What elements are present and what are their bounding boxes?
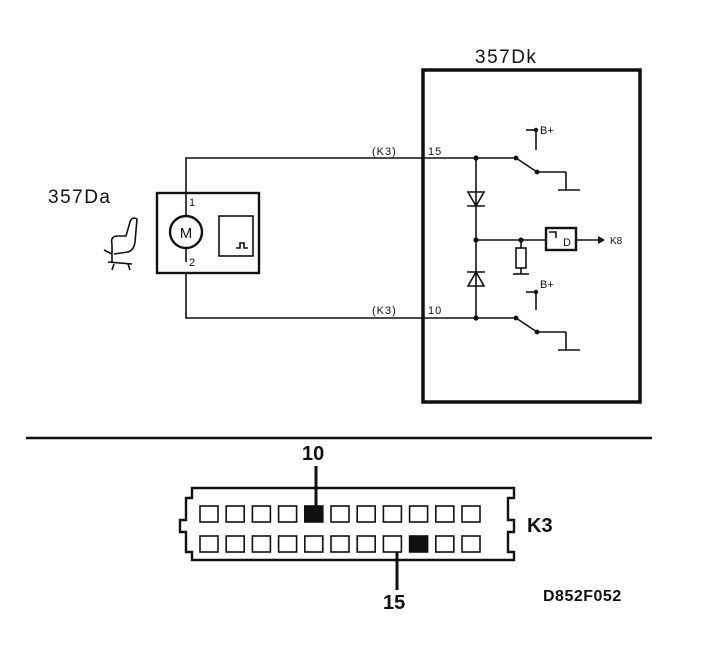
callout-bottom-label: 15 (383, 592, 405, 614)
switch-icon (476, 289, 567, 350)
wire-bottom-pin: 10 (428, 305, 442, 317)
wire-top (185, 157, 478, 205)
diode-icon (466, 270, 486, 287)
connector-pin (356, 505, 377, 523)
gate-icon: D (544, 226, 605, 252)
connector-pin (382, 505, 403, 523)
connector-pin-highlighted (303, 505, 324, 523)
motor-unit-label: 357Da (48, 187, 112, 208)
wire-top-pin: 15 (428, 146, 442, 158)
switch-icon (476, 127, 567, 190)
connector-pin (199, 505, 219, 523)
connector-pin (434, 535, 455, 553)
connector-label: K3 (527, 515, 553, 537)
connector-pin (277, 535, 298, 553)
resistor-icon (513, 240, 529, 275)
supply-bottom-label: B+ (540, 279, 554, 291)
connector-pin (225, 535, 245, 553)
connector-pin (330, 535, 350, 553)
connector-pin (251, 505, 272, 523)
wire-bottom (185, 273, 478, 319)
connector-pin (225, 505, 245, 523)
supply-top-label: B+ (540, 125, 554, 137)
callout-top-label: 10 (302, 443, 324, 465)
diode-icon (466, 191, 486, 208)
connector-pin (330, 505, 350, 523)
motor-pin-2: 2 (189, 257, 196, 269)
motor-symbol: M (180, 225, 193, 242)
connector-pin (356, 535, 377, 553)
wire-top-connector: (K3) (372, 146, 397, 158)
figure-code: D852F052 (543, 588, 622, 605)
control-unit-box (421, 68, 642, 404)
connector-pin (434, 505, 455, 523)
connector-pin (408, 505, 429, 523)
connector-pin (277, 505, 298, 523)
connector-pin (303, 535, 324, 553)
connector-row-bottom (199, 535, 481, 553)
connector-outline (178, 486, 516, 562)
wire-bottom-connector: (K3) (372, 305, 397, 317)
control-unit-label: 357Dk (475, 47, 537, 68)
connector-pin (382, 535, 403, 553)
connector-pin (461, 535, 481, 553)
connector-pin (461, 505, 481, 523)
connector-pin (199, 535, 219, 553)
output-label: K8 (610, 236, 623, 247)
motor-icon: M (168, 214, 204, 250)
pulse-icon (218, 215, 254, 257)
connector-pin (251, 535, 272, 553)
seat-icon (103, 217, 138, 271)
gate-symbol: D (563, 237, 571, 249)
connector-pin-highlighted (408, 535, 429, 553)
motor-unit-box (155, 191, 261, 275)
connector-row-top (199, 505, 481, 523)
motor-pin-1: 1 (189, 197, 196, 209)
